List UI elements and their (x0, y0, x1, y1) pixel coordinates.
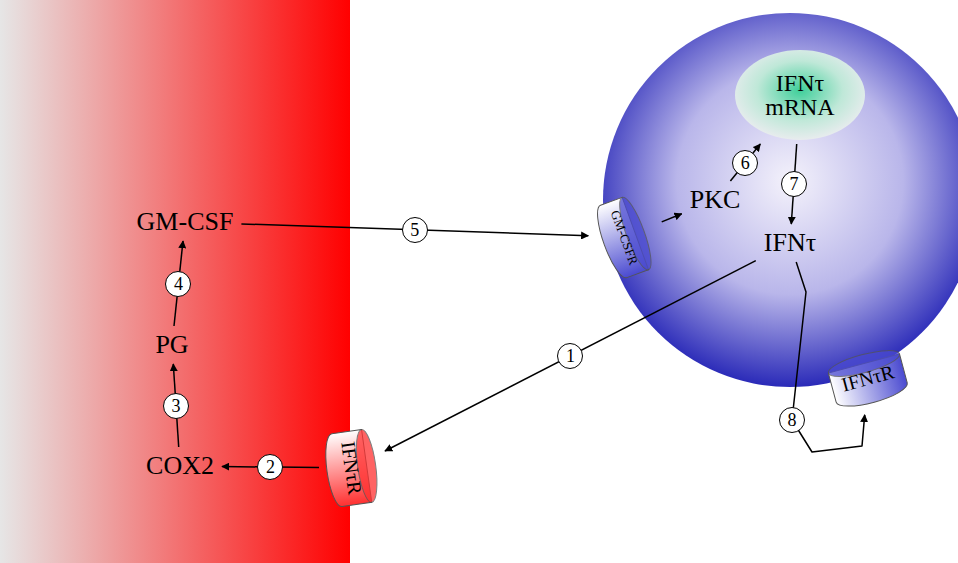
step-number: 3 (163, 393, 189, 419)
step-number: 7 (781, 171, 807, 197)
step-number: 1 (557, 343, 583, 369)
step-number: 2 (257, 454, 283, 480)
molecule-label: GM-CSF (132, 206, 239, 238)
node-text: IFNτ (764, 230, 816, 256)
receptor-cylinder: IFNτR (322, 427, 382, 509)
step-number: 4 (165, 271, 191, 297)
tissue-band (0, 0, 350, 563)
node-text: GM-CSF (137, 209, 234, 235)
nucleus-ellipse: IFNτ mRNA (734, 49, 866, 141)
node-text: COX2 (146, 453, 214, 479)
arrow-connector (730, 144, 760, 181)
arrow-connector (662, 214, 682, 222)
molecule-label: IFNτ (759, 227, 821, 259)
receptor-cylinder: GM-CSFR (591, 192, 658, 281)
cell-sphere (603, 13, 958, 387)
step-number: 8 (779, 407, 805, 433)
receptor-cylinder: IFNτR (825, 344, 911, 412)
node-text: IFNτ mRNA (764, 71, 836, 119)
arrow-connector (385, 261, 756, 451)
step-number: 5 (402, 217, 428, 243)
node-text: PKC (690, 187, 741, 213)
molecule-label: COX2 (141, 450, 219, 482)
molecule-label: PG (150, 329, 193, 361)
step-number: 6 (732, 150, 758, 176)
molecule-label: PKC (685, 184, 746, 216)
node-text: PG (155, 332, 188, 358)
